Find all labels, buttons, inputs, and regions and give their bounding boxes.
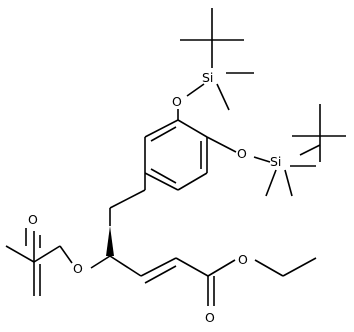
bond bbox=[59, 245, 73, 264]
bond bbox=[177, 172, 208, 191]
oxygen-atom-label: O bbox=[172, 94, 182, 109]
bond bbox=[109, 255, 142, 277]
bond bbox=[206, 136, 237, 153]
bond bbox=[284, 169, 293, 197]
silicon-atom-label: Si bbox=[202, 70, 213, 85]
bond bbox=[109, 189, 146, 209]
bond bbox=[90, 255, 111, 269]
stereo-wedge bbox=[106, 226, 114, 256]
bond bbox=[186, 83, 205, 97]
bond bbox=[5, 245, 35, 263]
bond bbox=[150, 126, 177, 142]
bond bbox=[177, 119, 208, 138]
oxygen-atom-label: O bbox=[237, 146, 247, 161]
bond bbox=[140, 257, 177, 277]
bond bbox=[282, 257, 317, 277]
bond bbox=[33, 245, 61, 263]
oxygen-atom-label: O bbox=[238, 252, 248, 267]
benzene-ring bbox=[144, 109, 237, 191]
oxygen-atom-label: O bbox=[28, 212, 38, 227]
oxygen-atom-label: O bbox=[73, 261, 83, 276]
tbs-group-top: Si O bbox=[172, 8, 254, 111]
bond bbox=[144, 265, 177, 284]
bond bbox=[144, 119, 179, 138]
tbs-group-right: Si O bbox=[237, 104, 346, 197]
bond bbox=[207, 259, 236, 277]
silicon-atom-label: Si bbox=[270, 154, 281, 169]
bond bbox=[253, 156, 271, 163]
side-chain: O O O O bbox=[5, 173, 317, 325]
bond bbox=[150, 168, 177, 184]
oxygen-atom-label: O bbox=[205, 310, 215, 325]
bond bbox=[265, 169, 277, 197]
bond bbox=[254, 259, 284, 277]
bond bbox=[216, 83, 230, 111]
bond bbox=[175, 257, 209, 277]
bond bbox=[299, 144, 321, 156]
bond bbox=[144, 172, 179, 191]
